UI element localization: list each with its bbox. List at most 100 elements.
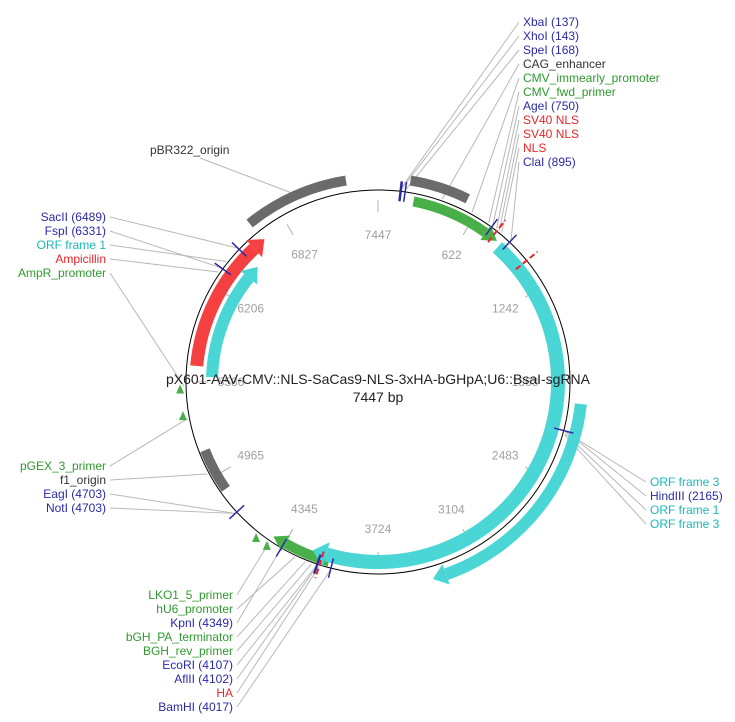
- feature-ampicillin-4: [190, 243, 259, 367]
- cut-site-750: [485, 218, 499, 236]
- leader-ha-7: [236, 566, 320, 694]
- feature-f1-origin-1: [200, 448, 230, 492]
- leader-nls-9: [501, 147, 520, 233]
- leader-agei-750-6: [492, 105, 520, 226]
- tick-mark-11: [286, 224, 294, 235]
- label-ha: HA: [216, 686, 233, 700]
- label-pbr322-origin-top: pBR322_origin: [150, 143, 229, 157]
- cut-site-6331: [214, 262, 232, 276]
- label-orf-frame-3: ORF frame 3: [650, 517, 720, 531]
- cut-site-137: [398, 181, 403, 202]
- label-pgex-3-primer: pGEX_3_primer: [20, 459, 106, 473]
- label-spei-168: SpeI (168): [523, 43, 579, 57]
- tick-label-1242: 1242: [492, 302, 519, 316]
- feature-orf-frame-3-8: [444, 403, 587, 580]
- label-xbai-137: XbaI (137): [523, 15, 579, 29]
- leader-xhoi-143-1: [400, 35, 520, 190]
- leader-cmv-immearly-promoter-4: [471, 77, 520, 213]
- tick-label-5586: 5586: [218, 375, 245, 389]
- feature-arrow-orf-frame-3-8: [432, 564, 450, 585]
- leader-xbai-137-0: [399, 21, 520, 190]
- tick-label-6827: 6827: [291, 248, 318, 262]
- cut-site-2165: [553, 427, 574, 434]
- mark-green-5: [178, 411, 187, 421]
- label-fspi-6331: FspI (6331): [45, 224, 106, 238]
- leader-orf-frame-3-3: [564, 434, 647, 525]
- label-ecori-4107: EcoRI (4107): [162, 658, 233, 672]
- label-noti-4703: NotI (4703): [46, 501, 106, 515]
- feature-orf-frame-1-7: [324, 242, 565, 569]
- plasmid-name: pX601-AAV-CMV::NLS-SaCas9-NLS-3xHA-bGHpA…: [166, 371, 591, 387]
- cut-site-895: [502, 234, 517, 250]
- label-hu6-promoter: hU6_promoter: [156, 602, 233, 616]
- feature-orf-frame-1-5: [206, 273, 254, 378]
- leader-spei-168-2: [405, 49, 520, 191]
- cut-site-4102: [313, 554, 322, 575]
- feature-cmv-immearly-promoter-3: [412, 196, 489, 237]
- plasmid-length: 7447 bp: [353, 389, 404, 405]
- cut-site-4349: [275, 538, 287, 557]
- leader-sv40-nls-8: [498, 133, 520, 231]
- label-xhoi-143: XhoI (143): [523, 29, 579, 43]
- label-kpni-4349: KpnI (4349): [170, 616, 233, 630]
- mark-green-4: [252, 532, 261, 542]
- leader-orf-frame-1-2: [564, 433, 647, 511]
- label-eagi-4703: EagI (4703): [43, 487, 106, 501]
- leader-cag-enhancer-3: [441, 63, 520, 200]
- label-cmv-fwd-primer: CMV_fwd_primer: [523, 85, 616, 99]
- tick-label-2483: 2483: [492, 449, 519, 463]
- cut-site-4017: [327, 558, 335, 579]
- plasmid-backbone-circle: [185, 189, 571, 575]
- leader-ampicillin-3: [109, 258, 219, 273]
- label-orf-frame-3: ORF frame 3: [650, 475, 720, 489]
- leader-sv40-nls-7: [496, 119, 520, 229]
- label-clai-895: ClaI (895): [523, 155, 576, 169]
- feature-arrow-cmv-immearly-promoter-3: [480, 225, 497, 241]
- features: [176, 175, 587, 585]
- feature-pbr322-origin-0: [246, 175, 347, 228]
- leader-ampr-promoter-4: [109, 272, 185, 387]
- label-orf-frame-1: ORF frame 1: [37, 238, 107, 252]
- label-lko1-5-primer: LKO1_5_primer: [148, 588, 233, 602]
- label-cag-enhancer: CAG_enhancer: [523, 57, 606, 71]
- leader-bgh-rev-primer-4: [236, 563, 312, 652]
- leader-lko1-5-primer-0: [236, 542, 270, 596]
- mark-green-6: [176, 384, 185, 394]
- mark-red-2: [314, 551, 325, 579]
- leader-ecori-4107-5: [236, 565, 317, 666]
- cut-site-6489: [231, 241, 247, 257]
- label-orf-frame-1: ORF frame 1: [650, 503, 720, 517]
- label-ampicillin: Ampicillin: [55, 252, 106, 266]
- tick-label-3104: 3104: [438, 502, 465, 516]
- label-bgh-rev-primer: BGH_rev_primer: [143, 644, 233, 658]
- feature-arrow-ampicillin-4: [246, 239, 265, 258]
- feature-arrow-orf-frame-1-5: [240, 266, 258, 285]
- label-sv40-nls: SV40 NLS: [523, 127, 579, 141]
- label-sacii-6489: SacII (6489): [41, 210, 106, 224]
- label-agei-750: AgeI (750): [523, 99, 579, 113]
- leader-pgex-3-primer-0: [109, 418, 188, 467]
- leader-lines: [109, 21, 647, 708]
- leader-bgh-pa-terminator-3: [236, 561, 306, 638]
- leader-eagi-4703-2: [109, 493, 236, 514]
- cut-site-4107: [313, 554, 321, 574]
- leader-hu6-promoter-1: [236, 556, 295, 610]
- label-cmv-immearly-promoter: CMV_immearly_promoter: [523, 71, 660, 85]
- label-hindiii-2165: HindIII (2165): [650, 489, 723, 503]
- feature-arrow-orf-frame-1-7: [312, 542, 330, 567]
- tick-label-6206: 6206: [237, 301, 264, 315]
- label-sv40-nls: SV40 NLS: [523, 113, 579, 127]
- mark-green-3: [262, 540, 271, 550]
- tick-label-4965: 4965: [237, 448, 264, 462]
- tick-label-3724: 3724: [365, 522, 392, 536]
- cut-site-4703: [228, 504, 245, 520]
- mark-red-0: [487, 219, 507, 243]
- label-f1-origin: f1_origin: [60, 473, 106, 487]
- cut-site-143: [399, 181, 404, 202]
- leader-clai-895-10: [510, 161, 520, 241]
- leader-noti-4703-3: [109, 507, 236, 514]
- label-ampr-promoter: AmpR_promoter: [18, 266, 106, 280]
- leader-cmv-fwd-primer-5: [488, 91, 520, 223]
